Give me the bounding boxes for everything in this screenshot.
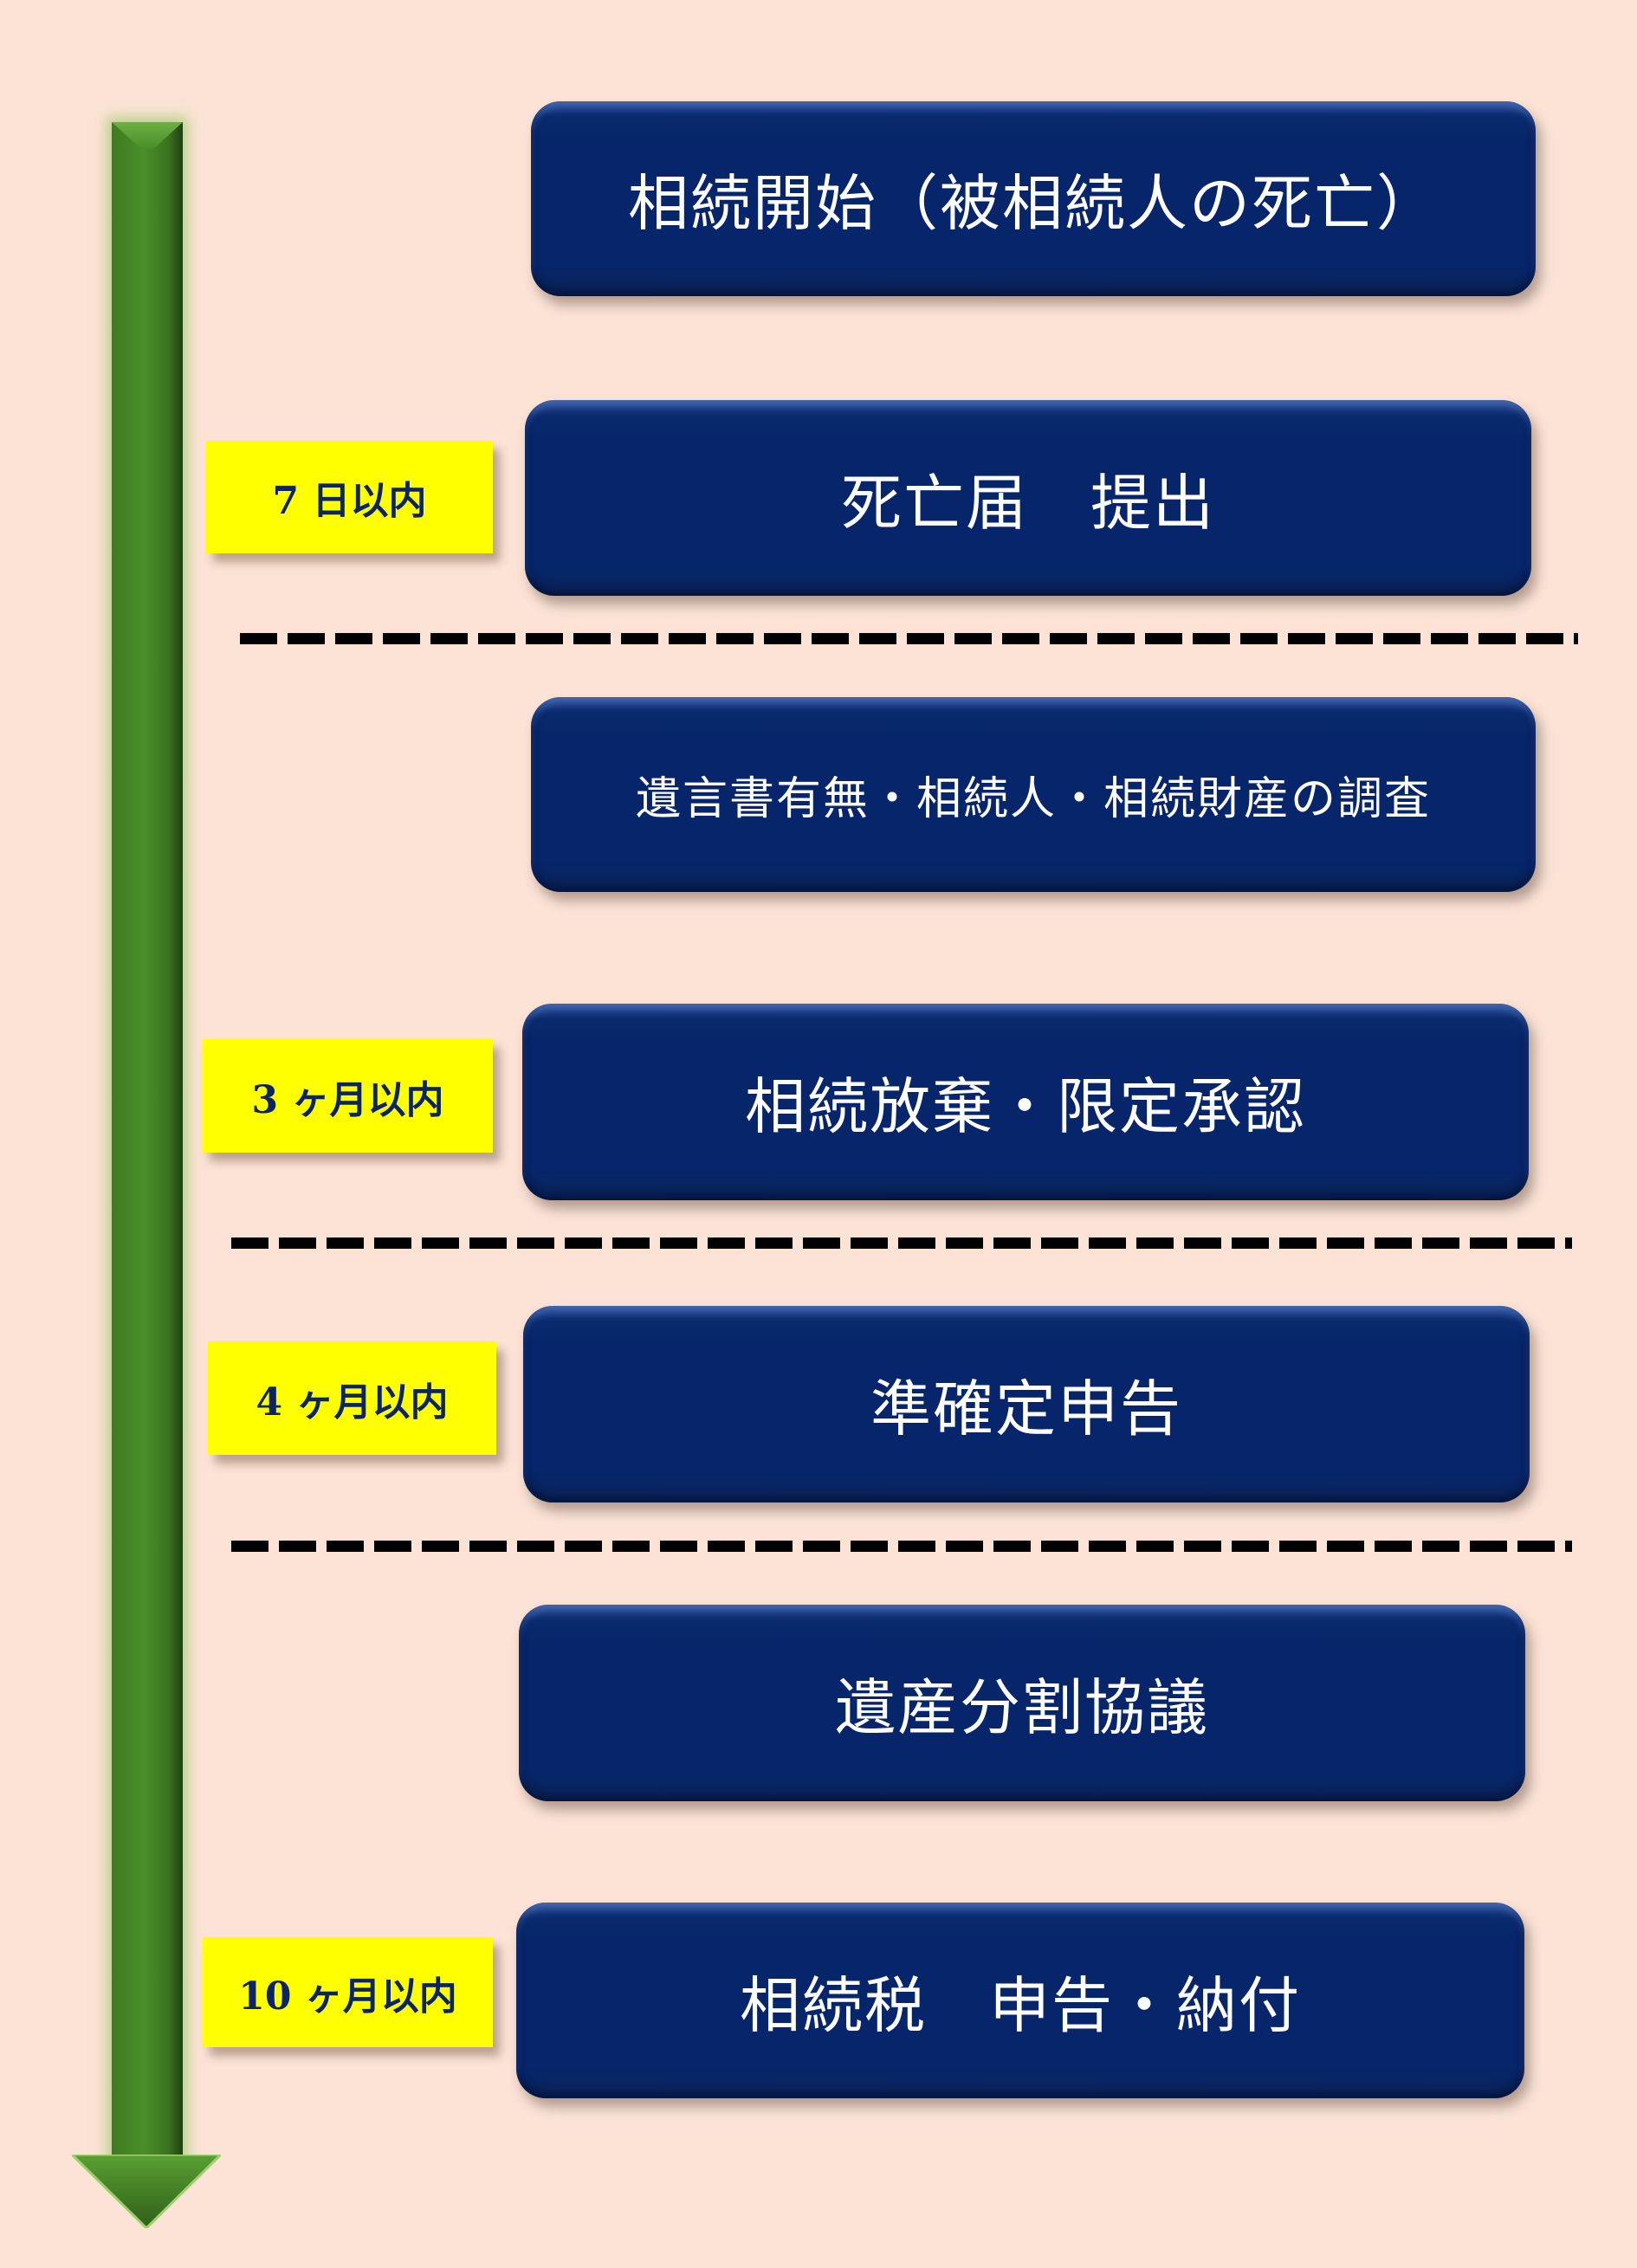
deadline-10-months: 10 ヶ月以内 — [203, 1937, 493, 2047]
deadline-text: 7 日以内 — [272, 479, 427, 523]
step-death-notice: 死亡届 提出 — [525, 400, 1531, 596]
step-investigation: 遺言書有無・相続人・相続財産の調査 — [531, 697, 1536, 892]
step-renunciation: 相続放棄・限定承認 — [522, 1004, 1529, 1200]
deadline-text: 3 ヶ月以内 — [251, 1077, 444, 1122]
divider-dashed — [240, 633, 1578, 644]
step-title: 死亡届 提出 — [841, 467, 1215, 539]
deadline-4-months: 4 ヶ月以内 — [208, 1341, 496, 1455]
step-title: 遺言書有無・相続人・相続財産の調査 — [635, 773, 1431, 825]
step-title: 相続税 申告・納付 — [740, 1969, 1301, 2041]
divider-dashed — [231, 1541, 1572, 1552]
step-title: 遺産分割協議 — [835, 1672, 1209, 1743]
deadline-text: 10 ヶ月以内 — [238, 1974, 457, 2019]
divider-dashed — [231, 1237, 1572, 1249]
deadline-3-months: 3 ヶ月以内 — [203, 1039, 493, 1153]
step-title: 相続放棄・限定承認 — [745, 1071, 1306, 1142]
step-title: 準確定申告 — [870, 1373, 1182, 1444]
deadline-text: 4 ヶ月以内 — [256, 1380, 449, 1425]
step-estate-division: 遺産分割協議 — [519, 1605, 1525, 1801]
step-title: 相続開始（被相続人の死亡） — [628, 168, 1439, 239]
deadline-7-days: 7 日以内 — [206, 441, 493, 553]
step-inheritance-tax: 相続税 申告・納付 — [516, 1903, 1524, 2098]
step-inheritance-start: 相続開始（被相続人の死亡） — [531, 101, 1536, 296]
timeline-arrow-head-icon — [72, 2155, 221, 2228]
step-quasi-tax-return: 準確定申告 — [523, 1306, 1530, 1502]
timeline-arrow-shaft — [112, 122, 183, 2166]
